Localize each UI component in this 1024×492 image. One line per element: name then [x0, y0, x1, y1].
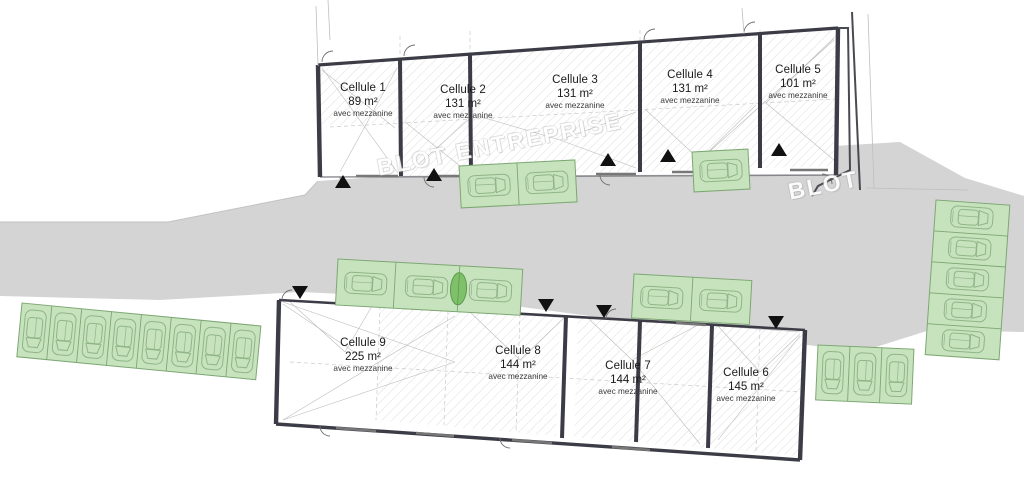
entry-markers-upper: [335, 143, 787, 188]
parking-west: [16, 302, 262, 381]
parking-north-a: [458, 159, 578, 209]
parking-north-b: [691, 148, 751, 193]
parking-east-column: [924, 199, 1011, 361]
lower-building: [273, 289, 808, 462]
parking-southeast: [815, 344, 915, 405]
parking-center-mid: [334, 258, 524, 316]
tree-icon: [449, 272, 468, 306]
parking-east-mid: [631, 273, 753, 326]
road-surface: [0, 142, 1024, 352]
entry-markers-lower: [292, 286, 784, 329]
